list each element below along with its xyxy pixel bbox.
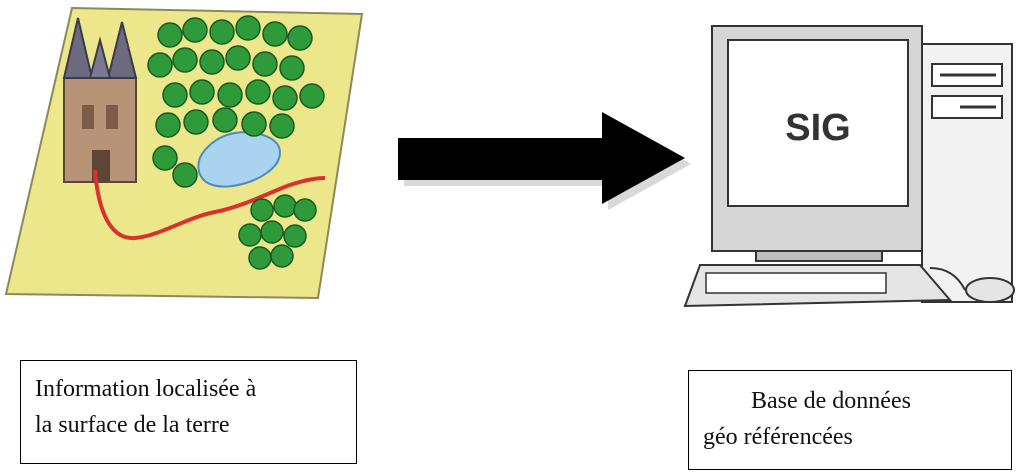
computer-tower [921,43,1013,303]
forest-trees [147,15,325,270]
caption-right-line2: géo référencées [703,424,853,450]
caption-right-box: Base de données géo référencées [688,370,1012,470]
right-arrow [398,112,691,210]
monitor [711,25,923,262]
caption-left-box: Information localisée à la surface de la… [20,360,357,464]
map-illustration [4,6,364,300]
road-line [93,169,326,241]
castle-icon [62,17,138,183]
screen-label: SIG [785,107,850,149]
computer-illustration: SIG [683,25,1015,308]
keyboard [683,264,953,308]
mouse-icon [929,267,1015,303]
caption-left-line1: Information localisée à [35,376,257,402]
caption-right-line1: Base de données [751,388,911,414]
caption-left-line2: la surface de la terre [35,412,230,438]
